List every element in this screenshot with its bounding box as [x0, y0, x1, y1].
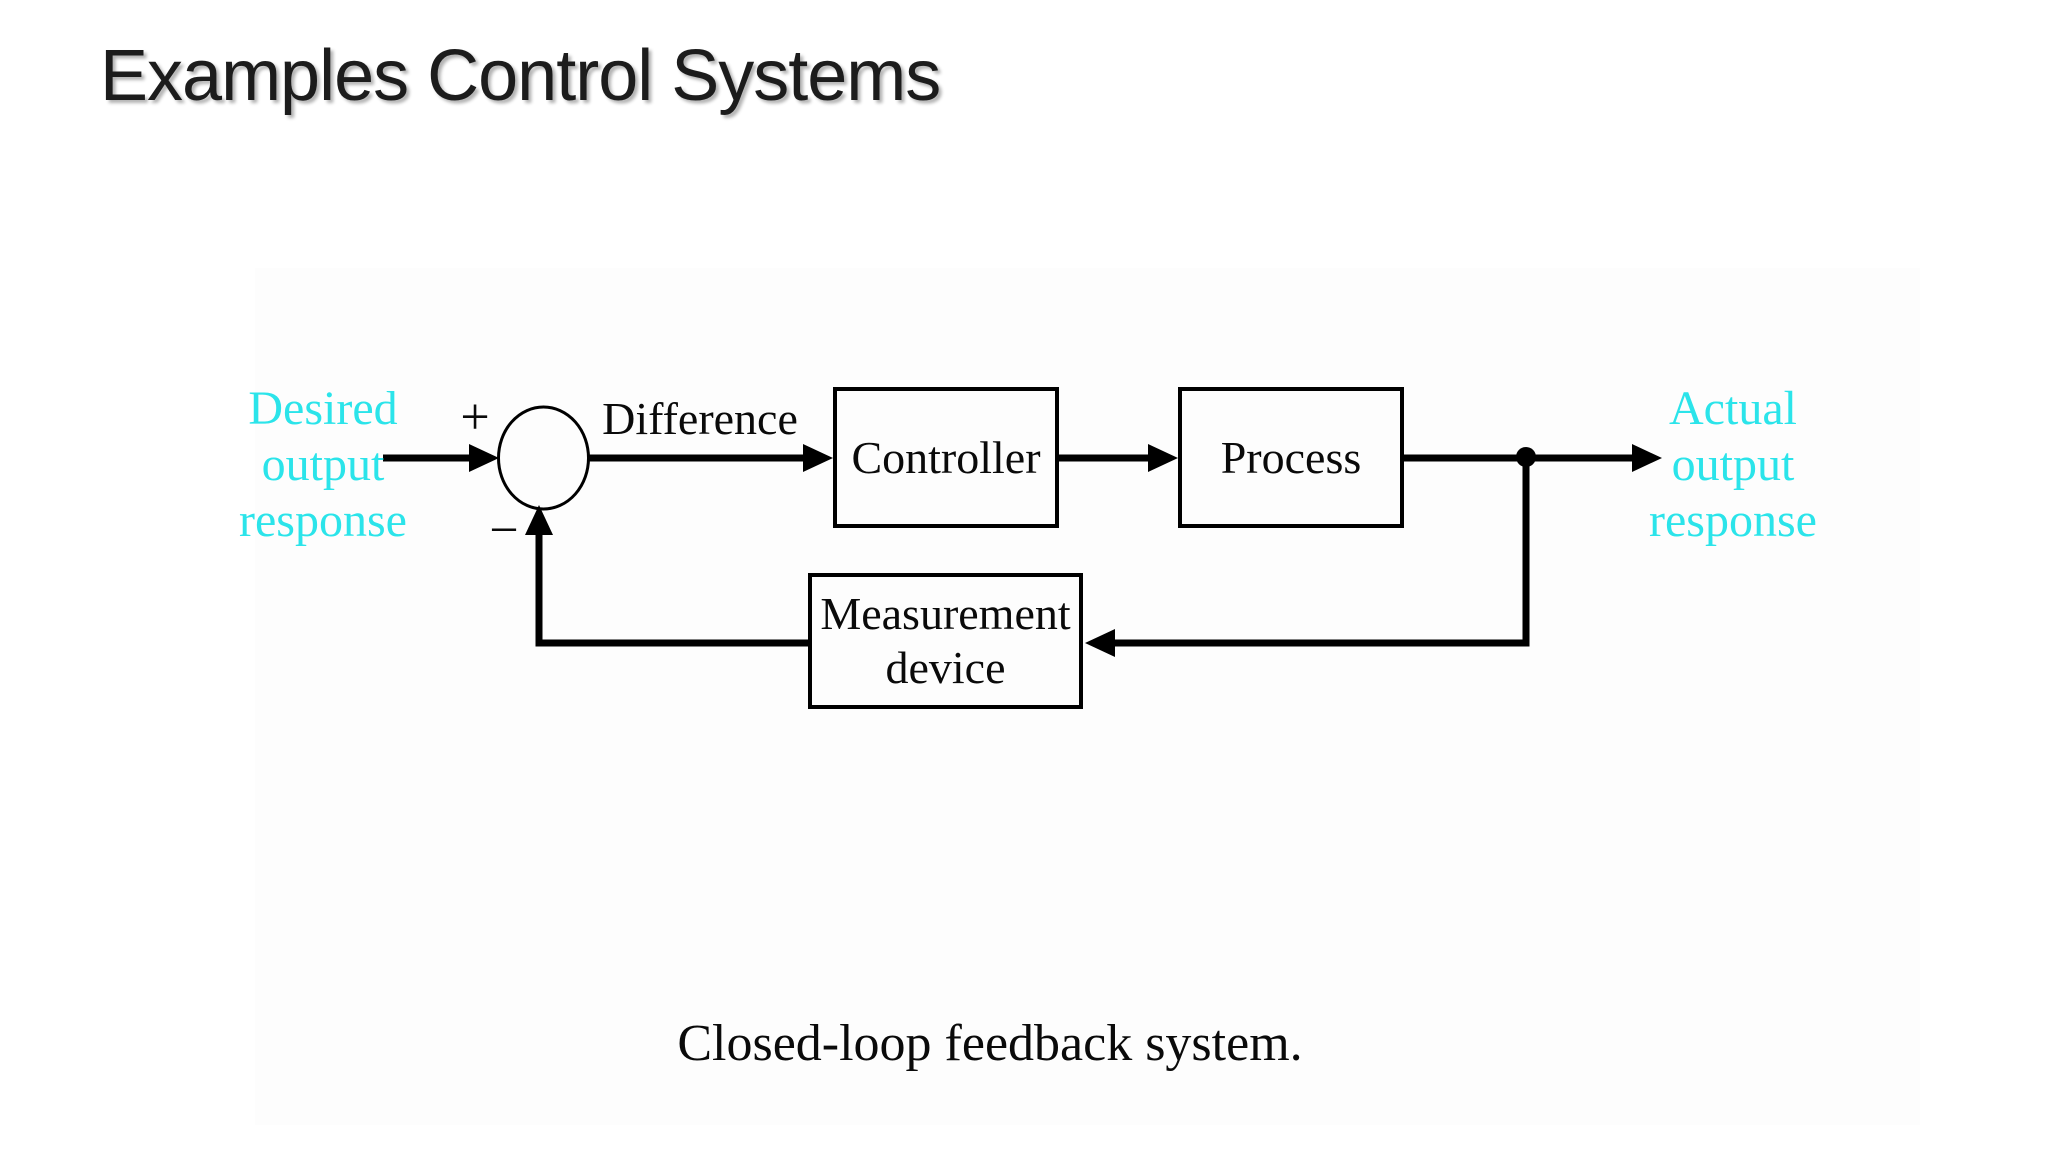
process-block: Process	[1178, 387, 1404, 528]
page-title: Examples Control Systems	[100, 36, 941, 116]
difference-label: Difference	[602, 393, 798, 444]
measurement-device-block: Measurement device	[808, 573, 1083, 709]
desired-output-response-label: Desired output response	[239, 382, 407, 547]
feedback-arrow-to-measurement	[1085, 629, 1530, 657]
diagram-image-background	[255, 268, 1920, 1125]
summing-junction-circle	[497, 405, 590, 511]
controller-block: Controller	[833, 387, 1059, 528]
measurement-device-block-label: Measurement device	[820, 588, 1071, 693]
actual-output-response-label: Actual output response	[1649, 382, 1817, 547]
controller-block-label: Controller	[851, 431, 1041, 483]
figure-caption: Closed-loop feedback system.	[677, 1015, 1303, 1072]
feedback-return-wire	[525, 505, 808, 647]
controller-to-process-arrow	[1059, 444, 1178, 472]
summing-plus-sign: +	[460, 389, 490, 446]
difference-arrow	[588, 444, 833, 472]
process-block-label: Process	[1220, 431, 1362, 483]
summing-minus-sign: −	[489, 502, 519, 559]
input-arrow	[383, 444, 499, 472]
